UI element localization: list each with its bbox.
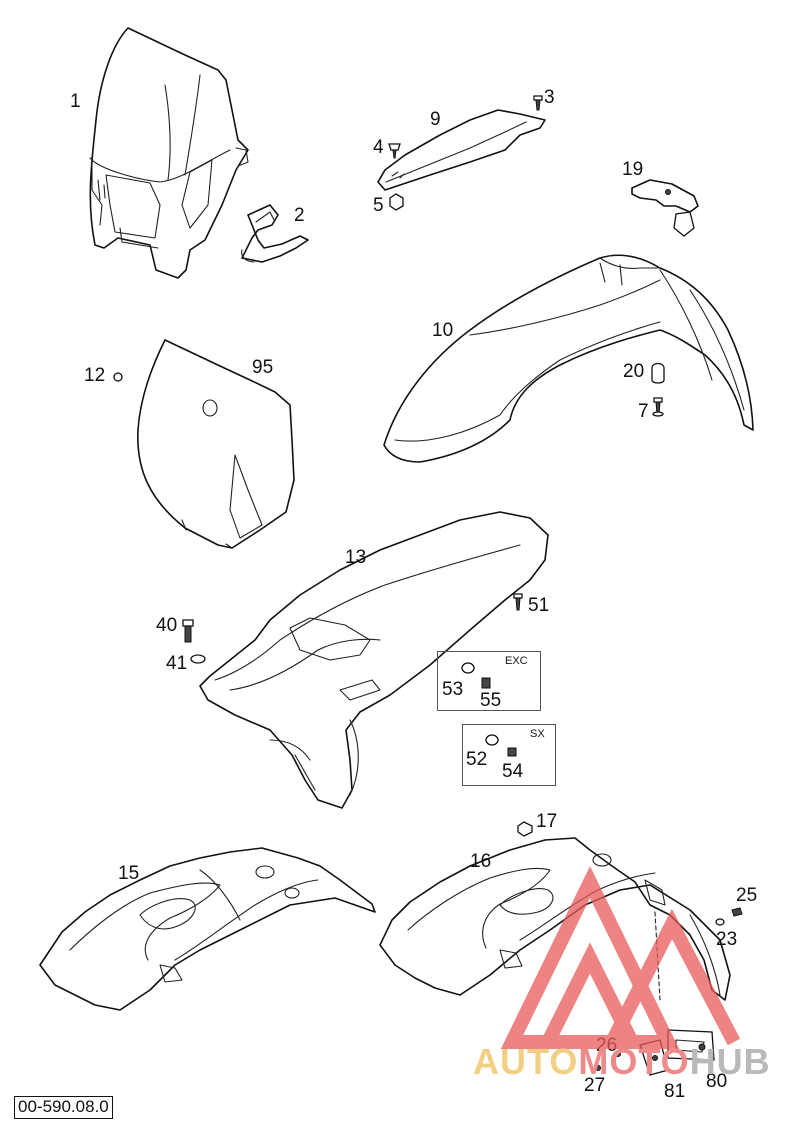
callout-55: 55 [480,690,502,711]
exc-kit-box [437,651,541,711]
callout-12: 12 [84,365,106,386]
front-number-plate [137,339,295,549]
callout-25: 25 [736,885,758,906]
callout-27: 27 [584,1075,606,1096]
callout-81: 81 [664,1081,686,1102]
hardware [113,95,743,1071]
watermark-moto: MOTO [578,1041,690,1082]
watermark-logo [500,866,741,1049]
watermark-hub: HUB [689,1041,771,1082]
headlight-mask [89,27,249,279]
callout-1: 1 [70,91,81,112]
number-plate-strip [377,109,546,191]
callout-7: 7 [638,401,649,422]
callout-51: 51 [528,595,550,616]
callout-95: 95 [252,357,274,378]
callout-41: 41 [166,653,188,674]
drawing-number: 00-590.08.0 [14,1096,113,1119]
mounting-bracket [631,179,699,237]
callout-17: 17 [536,811,558,832]
callout-40: 40 [156,615,178,636]
callout-3: 3 [544,87,555,108]
rear-fender [199,511,549,809]
callout-4: 4 [373,137,384,158]
callout-80: 80 [706,1071,728,1092]
radiator-spoiler-left [39,847,376,1011]
exc-kit-label: EXC [505,655,528,667]
radiator-spoiler-right [379,837,731,1001]
callout-53: 53 [442,679,464,700]
callout-13: 13 [345,547,367,568]
sx-kit-box [462,724,556,786]
callout-19: 19 [622,159,644,180]
callout-15: 15 [118,863,140,884]
callout-52: 52 [466,749,488,770]
callout-20: 20 [623,361,645,382]
front-fender [383,254,754,463]
watermark-text: AUTOMOTOHUB [473,1044,771,1080]
callout-16: 16 [470,851,492,872]
headlight-bracket [241,204,309,263]
callout-54: 54 [502,761,524,782]
callout-5: 5 [373,195,384,216]
callout-10: 10 [432,320,454,341]
callout-9: 9 [430,109,441,130]
watermark-auto: AUTO [473,1041,579,1082]
callout-2: 2 [294,205,305,226]
callout-23: 23 [716,929,738,950]
sx-kit-label: SX [530,728,545,740]
